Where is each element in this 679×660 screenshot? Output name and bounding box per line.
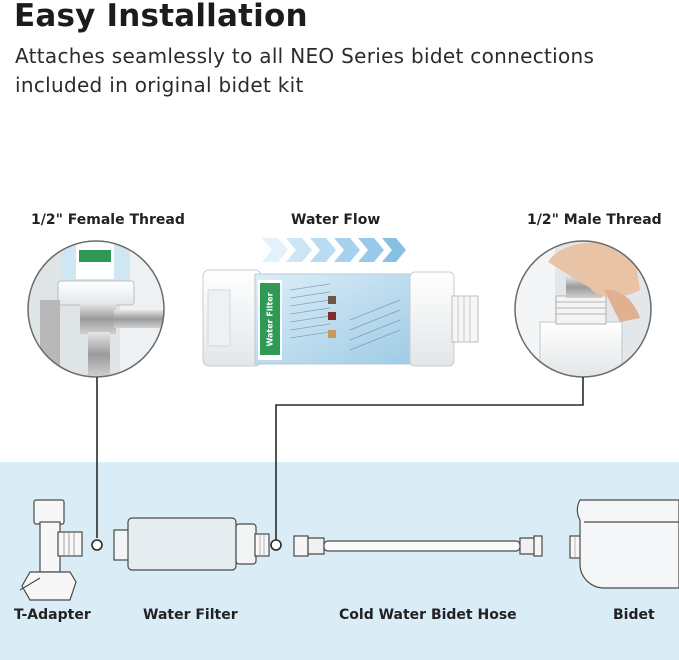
t-adapter-illustration — [20, 500, 82, 600]
male-thread-closeup — [515, 241, 651, 377]
t-adapter-label: T-Adapter — [14, 607, 91, 623]
connection-dot-right — [271, 540, 281, 550]
water-filter-small — [114, 518, 269, 570]
connector-lines — [97, 377, 583, 540]
bidet-hose-label: Cold Water Bidet Hose — [339, 607, 517, 623]
female-thread-closeup — [28, 241, 170, 377]
bidet-illustration — [570, 500, 679, 588]
bidet-label: Bidet — [613, 607, 655, 623]
connection-dot-left — [92, 540, 102, 550]
water-flow-arrows — [262, 238, 406, 262]
water-filter-label: Water Filter — [143, 607, 238, 623]
water-filter-large — [203, 270, 478, 366]
bidet-hose-illustration — [294, 536, 542, 556]
